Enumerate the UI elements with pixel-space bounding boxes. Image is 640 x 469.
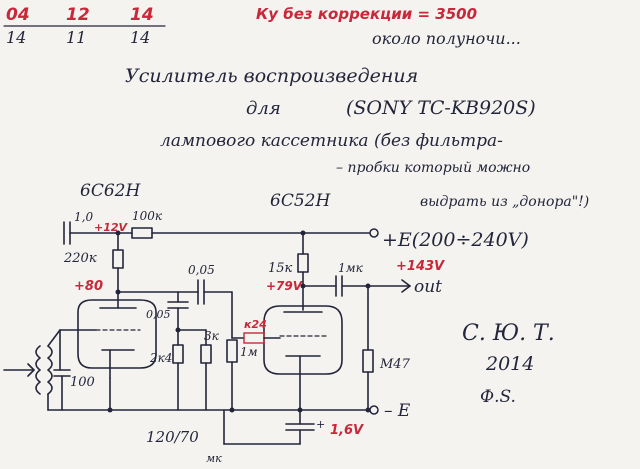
header-notes: 04 12 14 14 11 14 Ку без коррекции = 350… bbox=[3, 5, 521, 48]
gain-note: Ку без коррекции = 3500 bbox=[256, 5, 477, 23]
r-anode1-label: 220к bbox=[63, 251, 97, 266]
title-block: Усилитель воспроизведения для (SONY TC-K… bbox=[125, 65, 589, 210]
stage-1: 220к +80 0,05 0,05 2к4 3к 1 bbox=[59, 232, 258, 379]
title-line-2-model: (SONY TC-KB920S) bbox=[346, 97, 536, 119]
title-line-1: Усилитель воспроизведения bbox=[125, 65, 418, 87]
c-bypass-unit: мк bbox=[206, 452, 222, 465]
header-top-number-1: 04 bbox=[6, 5, 30, 25]
ground-terminal-label: – E bbox=[384, 401, 411, 421]
c-output-label: 1мк bbox=[338, 261, 364, 275]
header-bottom-number-1: 14 bbox=[6, 28, 26, 47]
tube1-label: 6С62Н bbox=[80, 181, 141, 201]
c-bypass-plus: + bbox=[316, 418, 325, 431]
input-head: 100 bbox=[3, 329, 95, 411]
signature-year: 2014 bbox=[485, 353, 534, 375]
c-feedback-label: 0,05 bbox=[146, 308, 171, 321]
r-cathode1-resistor bbox=[172, 344, 184, 364]
head-coil-left bbox=[35, 345, 41, 395]
supply-terminal bbox=[369, 228, 379, 238]
r-anode2-label: 15к bbox=[268, 261, 293, 276]
r-series-label: к24 bbox=[244, 318, 267, 331]
r-cathode1-label: 2к4 bbox=[149, 351, 172, 365]
r-fb-label: 3к bbox=[204, 329, 220, 343]
v-anode2-label: +79V bbox=[266, 279, 304, 293]
output-arrow bbox=[401, 279, 411, 293]
head-coil-right bbox=[47, 345, 53, 395]
ground-terminal bbox=[369, 405, 379, 415]
c-input-label: 1,0 bbox=[74, 210, 93, 224]
r-grid2-label: 1м bbox=[240, 345, 258, 359]
stage-2: 15к +79V 1мк out к24 М47 bbox=[231, 232, 442, 411]
header-top-number-3: 14 bbox=[130, 5, 154, 25]
supply-terminal-label: +E(200÷240V) bbox=[382, 229, 529, 251]
r-supply-resistor bbox=[131, 227, 153, 239]
r-fb-resistor bbox=[200, 344, 212, 364]
signature-mark: Ф.S. bbox=[480, 387, 516, 407]
cathode-voltage-label: 1,6V bbox=[330, 423, 364, 438]
title-line-4: – пробки который можно bbox=[336, 160, 530, 176]
title-line-2-prefix: для bbox=[246, 98, 281, 119]
c-coupling-label: 0,05 bbox=[188, 263, 215, 277]
r-load-label: М47 bbox=[379, 357, 411, 372]
title-line-5: выдрать из „донора"!) bbox=[420, 194, 589, 210]
v-anode1-label: +80 bbox=[74, 279, 103, 294]
c-bypass-label: 120/70 bbox=[146, 428, 199, 446]
header-top-number-2: 12 bbox=[66, 5, 90, 25]
signature-block: С. Ю. Т. 2014 Ф.S. bbox=[462, 321, 555, 407]
signature-initials: С. Ю. Т. bbox=[462, 321, 555, 346]
output-label: out bbox=[414, 277, 442, 297]
header-bottom-number-2: 11 bbox=[66, 28, 86, 47]
r-load-resistor bbox=[362, 349, 374, 373]
header-bottom-number-3: 14 bbox=[130, 28, 150, 47]
title-line-3: лампового кассетника (без фильтра- bbox=[160, 131, 503, 151]
c-head-label: 100 bbox=[70, 375, 95, 390]
r-grid2-resistor bbox=[226, 339, 238, 363]
ground-rail: – E + 1,6V 120/70 мк bbox=[47, 361, 411, 465]
time-note: около полуночи... bbox=[372, 29, 521, 48]
v-plus-label: +143V bbox=[396, 259, 445, 274]
r-anode1-resistor bbox=[112, 249, 124, 269]
tube2-label: 6С52Н bbox=[270, 191, 331, 211]
supply-rail: 1,0 +12V 100к +E(200÷240V) +143V bbox=[63, 209, 529, 274]
r-supply-label: 100к bbox=[132, 209, 163, 223]
tube1-envelope bbox=[77, 299, 157, 369]
v-supply-node-label: +12V bbox=[94, 221, 129, 234]
r-series-resistor bbox=[243, 332, 265, 344]
r-anode2-resistor bbox=[297, 253, 309, 273]
tube2-envelope bbox=[263, 305, 343, 375]
